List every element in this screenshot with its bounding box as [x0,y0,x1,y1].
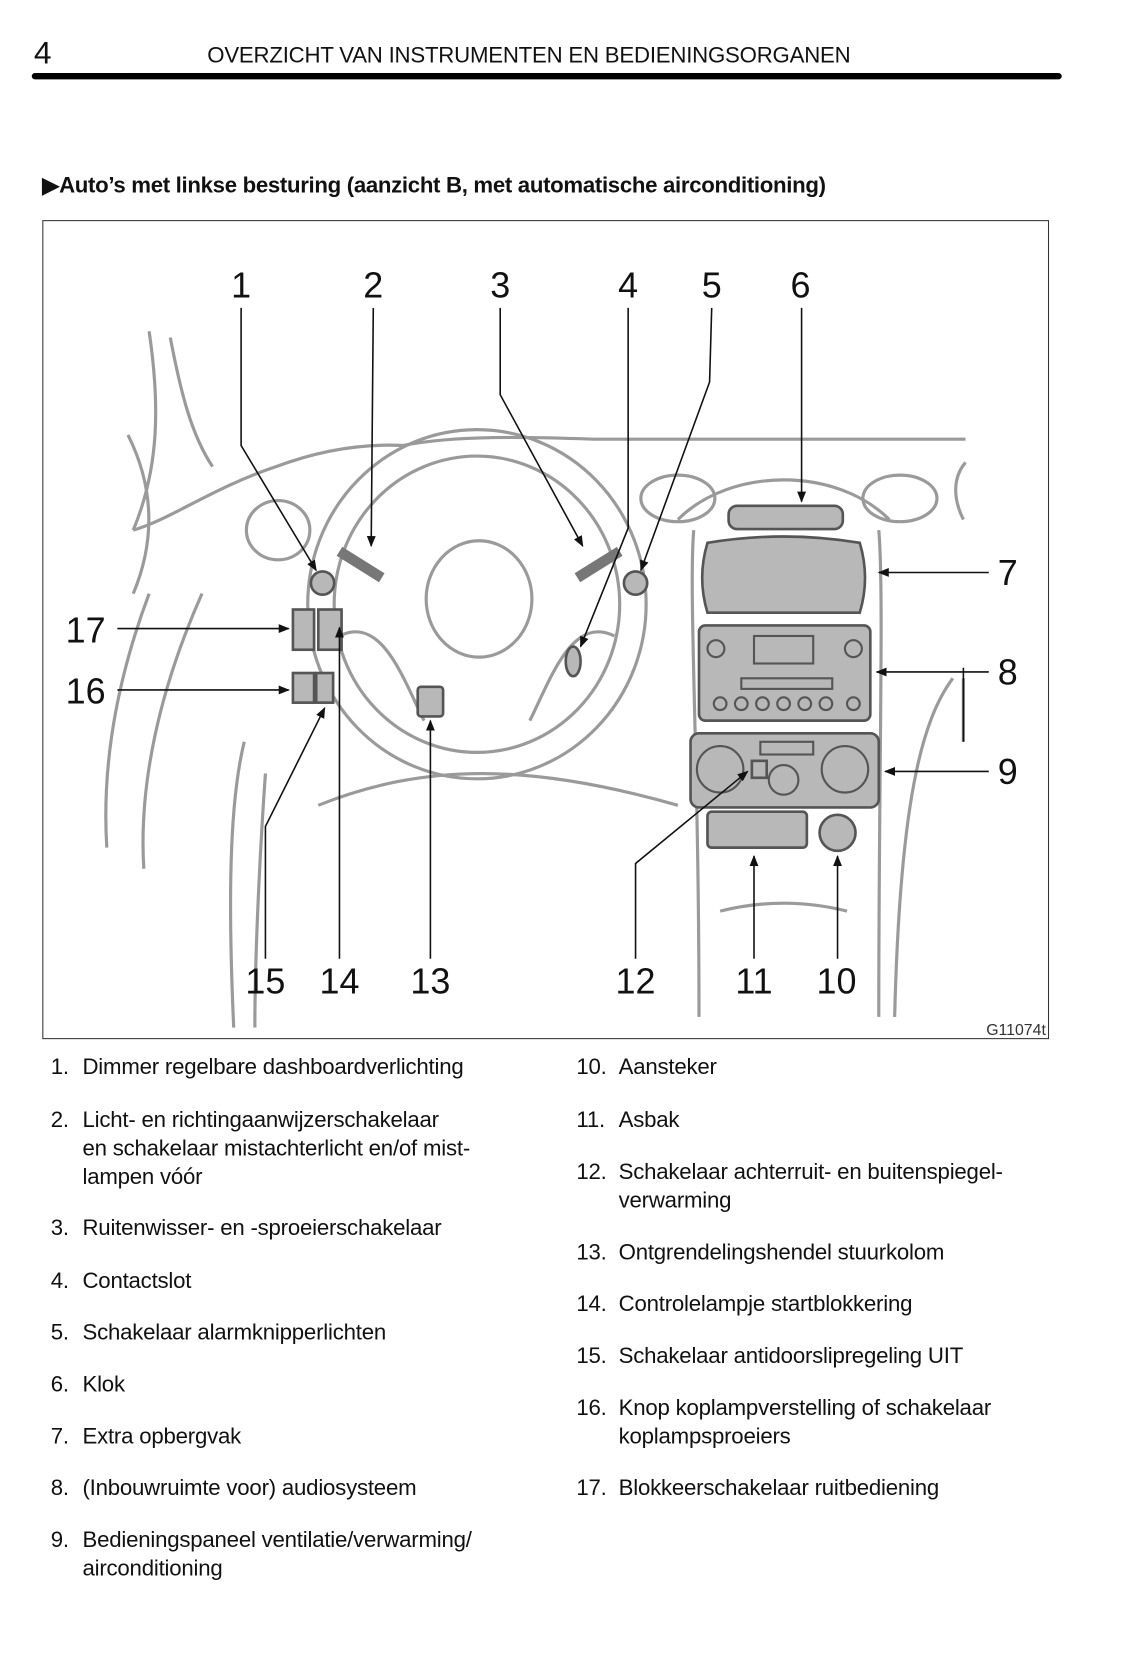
trc-switch [314,671,335,704]
item-text: Schakelaar antidoorslipregeling UIT [618,1343,964,1369]
audio-unit [697,624,872,722]
callout-9: 9 [998,751,1018,792]
item-number: 6. [50,1372,69,1397]
callout-3: 3 [490,264,510,305]
callout-16: 16 [66,671,106,712]
dashboard-outline [104,330,967,1028]
subheading-text: Auto’s met linkse besturing (aanzicht B,… [59,173,826,198]
dashboard-illustration: 1 2 3 4 5 6 7 8 9 10 11 12 13 14 15 16 1… [66,264,1047,1039]
item-text: Ruitenwisser- en -sproeierschakelaar [82,1215,442,1241]
cigarette-lighter [818,813,857,853]
item-text: Extra opbergvak [82,1424,242,1449]
figure-code: G11074t [986,1022,1046,1039]
callout-numbers: 1 2 3 4 5 6 7 8 9 10 11 12 13 14 15 16 1… [66,264,1047,1039]
dimmer-knob [309,570,336,597]
item-text: Blokkeerschakelaar ruitbediening [618,1476,940,1501]
item-text: Dimmer regelbare dashboardverlichting [82,1055,464,1080]
item-number: 14. [576,1292,607,1317]
callout-5: 5 [702,264,722,305]
item-text: Aansteker [618,1055,717,1080]
headlamp-knob [291,671,316,704]
clock-display [727,504,845,531]
defogger-switch [750,759,769,780]
item-text: Schakelaar achterruit- en buitenspiegel-… [618,1159,1003,1213]
audio-details [695,634,870,796]
item-number: 9. [50,1528,69,1553]
leader-lines [117,307,989,959]
callout-1: 1 [231,264,251,305]
page-header-title: OVERZICHT VAN INSTRUMENTEN EN BEDIENINGS… [207,43,851,68]
item-number: 1. [50,1055,69,1080]
callout-7: 7 [998,552,1018,593]
window-lock-switch-b [316,608,343,652]
callout-6: 6 [791,264,811,305]
ashtray [706,810,809,849]
callout-8: 8 [998,652,1018,693]
item-text: Klok [82,1372,125,1397]
callout-17: 17 [66,609,106,650]
dashboard-figure: 1 2 3 4 5 6 7 8 9 10 11 12 13 14 15 16 1… [42,220,1050,1040]
item-number: 11. [576,1107,605,1133]
item-number: 16. [576,1395,607,1421]
item-number: 3. [50,1215,69,1241]
item-text: Ontgrendelingshendel stuurkolom [618,1240,945,1265]
item-text: Schakelaar alarmknipperlichten [82,1320,386,1345]
ignition-switch [564,645,582,678]
callout-4: 4 [618,264,638,305]
item-number: 12. [576,1159,607,1185]
item-number: 17. [576,1476,607,1501]
page-number: 4 [33,35,52,71]
item-number: 5. [50,1320,69,1345]
tilt-lever [416,685,445,718]
climate-panel [689,732,881,809]
triangle-marker-icon: ▶ [42,173,60,198]
item-text: Contactslot [82,1268,192,1294]
item-number: 4. [50,1268,69,1294]
section-subheading: ▶Auto’s met linkse besturing (aanzicht B… [42,172,826,198]
callout-11: 11 [735,961,772,1002]
callout-15: 15 [245,961,285,1002]
window-lock-switch [291,608,316,652]
item-text: Licht- en richtingaanwijzerschakelaar en… [82,1107,471,1190]
item-number: 7. [50,1424,69,1449]
item-number: 10. [576,1055,607,1080]
header-rule [31,73,1062,80]
callout-10: 10 [816,961,856,1002]
item-number: 8. [50,1476,69,1501]
item-number: 15. [576,1343,607,1369]
hazard-switch [622,570,649,597]
item-text: (Inbouwruimte voor) audiosysteem [82,1476,417,1501]
item-number: 13. [576,1240,607,1265]
item-number: 2. [50,1107,69,1133]
storage-compartment [700,535,867,615]
item-text: Knop koplampverstelling of schakelaar ko… [618,1395,992,1449]
callout-2: 2 [363,264,383,305]
callout-12: 12 [616,961,656,1002]
item-text: Controlelampje startblokkering [618,1292,913,1317]
item-text: Bedieningspaneel ventilatie/verwarming/ … [82,1528,472,1581]
callout-13: 13 [410,961,450,1002]
item-text: Asbak [618,1107,680,1133]
callout-14: 14 [319,961,359,1002]
